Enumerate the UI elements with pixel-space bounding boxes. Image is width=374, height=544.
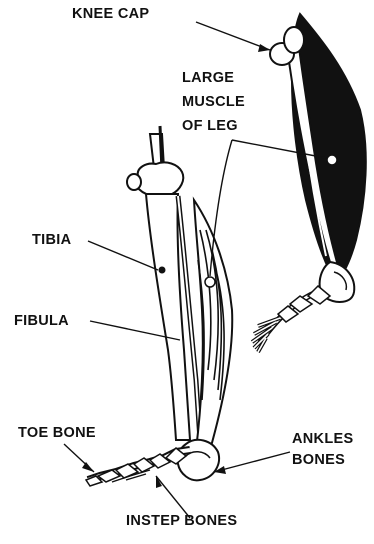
- left-knee: [136, 162, 183, 196]
- right-leg: [252, 14, 366, 352]
- label-ankle-bones-1: ANKLES: [292, 431, 353, 448]
- label-ankle-bones-2: BONES: [292, 452, 345, 469]
- label-large-muscle-2: MUSCLE: [182, 94, 245, 111]
- ankle-bones: [177, 440, 219, 480]
- ankle-bones-leader: [214, 452, 290, 472]
- instep-bones-leader: [156, 476, 190, 518]
- tibia-leader: [88, 241, 158, 270]
- label-knee-cap: KNEE CAP: [72, 6, 149, 23]
- knee-cap-leader: [196, 22, 270, 50]
- label-tibia: TIBIA: [32, 232, 71, 249]
- label-fibula: FIBULA: [14, 313, 69, 330]
- large-muscle-dot: [327, 155, 337, 165]
- muscle-dot: [205, 277, 215, 287]
- label-instep-bones: INSTEP BONES: [126, 513, 237, 530]
- label-large-muscle-3: OF LEG: [182, 118, 238, 135]
- label-toe-bone: TOE BONE: [18, 425, 96, 442]
- label-large-muscle-1: LARGE: [182, 70, 234, 87]
- tibia-dot: [159, 267, 166, 274]
- left-leg-muscle: [194, 200, 232, 450]
- left-leg: [86, 126, 232, 486]
